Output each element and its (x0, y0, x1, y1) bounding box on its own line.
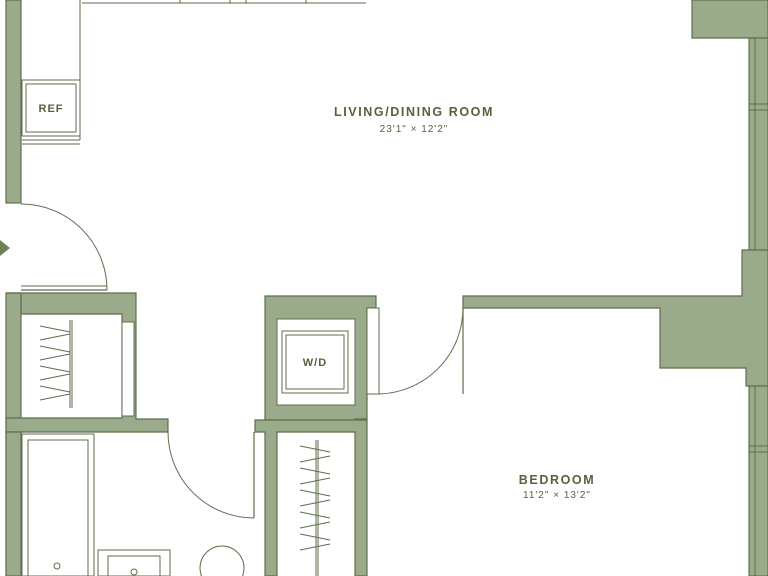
bedroom-name: BEDROOM (519, 473, 595, 487)
hall-closet-wall (254, 419, 368, 576)
washer-dryer (281, 330, 349, 394)
refrigerator-label: REF (39, 103, 64, 115)
right-window-wall (748, 37, 768, 251)
right-window-wall-lower (748, 385, 768, 576)
entry-door-swing (20, 203, 108, 291)
living-dining-room-name: LIVING/DINING ROOM (334, 105, 494, 119)
top-right-column (691, 0, 768, 39)
washer-dryer-label: W/D (303, 357, 327, 369)
bedroom-partition-wall (462, 249, 768, 387)
left-wall-upper (5, 0, 22, 204)
bath-door-swing (167, 431, 255, 519)
living-dining-room-dimensions: 23'1" × 12'2" (380, 124, 449, 135)
sink-drain (130, 568, 138, 576)
bedroom-dimensions: 11'2" × 13'2" (523, 490, 591, 501)
refrigerator-inner (25, 83, 77, 133)
hall-closet-hangers (299, 445, 331, 551)
bathtub-drain (53, 562, 61, 570)
bathtub (21, 433, 95, 576)
bathtub-inner (27, 439, 89, 576)
wd-door (366, 307, 380, 395)
left-closet-hangers (39, 325, 71, 401)
sink (107, 555, 161, 576)
bedroom-door-swing (376, 307, 464, 395)
refrigerator (21, 79, 81, 137)
bath-wall-left (5, 431, 22, 576)
toilet (199, 545, 245, 576)
left-closet-door (121, 321, 135, 417)
entry-arrow-icon (0, 240, 10, 256)
left-closet-wall (5, 292, 169, 433)
washer-dryer-inner (285, 334, 345, 390)
